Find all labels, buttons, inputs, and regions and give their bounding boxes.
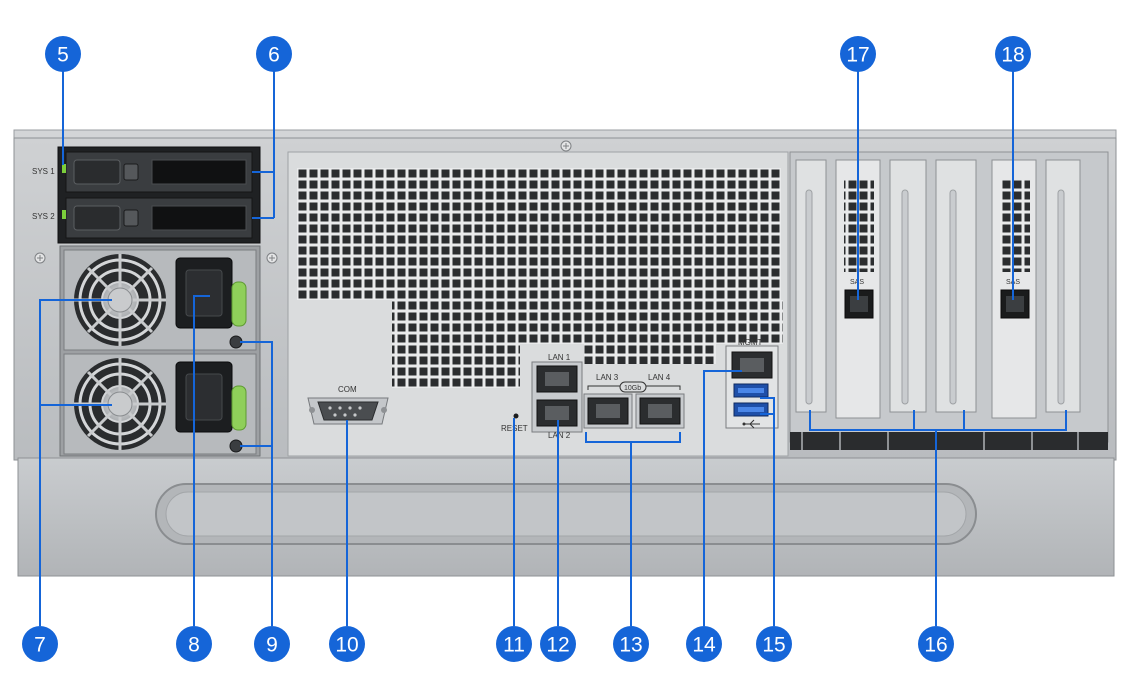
lan4-label: LAN 4: [648, 373, 671, 382]
svg-text:6: 6: [268, 44, 280, 67]
io-area: COM RESET LAN 1 LAN 2 LAN 3 LAN: [287, 151, 789, 457]
svg-text:10: 10: [335, 634, 358, 657]
sys2-label: SYS 2: [32, 212, 55, 221]
mgmt-label: MGMT: [738, 338, 763, 347]
psu-release-handle-2[interactable]: [231, 385, 247, 431]
vent-grille: [297, 168, 781, 300]
leader-15: [760, 397, 775, 626]
bottom-handle-inner: [165, 491, 967, 537]
pcie-slot-3[interactable]: [889, 159, 927, 413]
vent-grille-lower-right: [584, 344, 716, 364]
com-port[interactable]: [307, 397, 389, 425]
drive-tray-sys1[interactable]: [62, 151, 253, 193]
vent-grille-lower: [392, 300, 783, 344]
leader-7: [39, 299, 112, 626]
callout-5: 5: [45, 36, 81, 72]
pcie-slot-4[interactable]: [935, 159, 977, 413]
pcie-bottom-strip: [790, 432, 1108, 450]
system-drive-bays: SYS 1 SYS 2: [32, 146, 261, 244]
lan1-port[interactable]: [536, 365, 578, 393]
com-label: COM: [338, 385, 357, 394]
svg-text:16: 16: [924, 634, 947, 657]
vent-grille-lower-left: [392, 344, 520, 388]
callout-9: 9: [254, 626, 290, 662]
svg-text:15: 15: [762, 634, 785, 657]
usb-port-2[interactable]: [733, 402, 769, 417]
reset-button[interactable]: [513, 413, 519, 419]
svg-text:18: 18: [1001, 44, 1024, 67]
sys2-status-led: [62, 210, 66, 219]
svg-text:13: 13: [619, 634, 642, 657]
callout-18: 18: [995, 36, 1031, 72]
svg-text:5: 5: [57, 44, 69, 67]
usb-icon: [742, 419, 760, 429]
drive-tray-sys2[interactable]: [62, 197, 253, 239]
mgmt-port[interactable]: [731, 351, 773, 379]
ten-gb-label: 10Gb: [624, 385, 641, 392]
callout-badges: 5 6 17 18 7 8 9 10 11 12 13 14 15 16: [22, 36, 1031, 662]
lan3-port[interactable]: [583, 393, 633, 429]
callout-12: 12: [540, 626, 576, 662]
callout-6: 6: [256, 36, 292, 72]
callout-15: 15: [756, 626, 792, 662]
lan4-port[interactable]: [635, 393, 685, 429]
callout-10: 10: [329, 626, 365, 662]
ten-gb-pill: [619, 381, 647, 393]
sys1-label: SYS 1: [32, 167, 55, 176]
power-supplies: [59, 245, 261, 457]
svg-text:12: 12: [546, 634, 569, 657]
leader-14: [703, 370, 742, 626]
leader-13: [585, 432, 681, 626]
pcie-expansion-area: SAS SAS: [789, 151, 1109, 450]
callout-13: 13: [613, 626, 649, 662]
psu-release-handle-1[interactable]: [231, 281, 247, 327]
svg-text:17: 17: [846, 44, 869, 67]
callout-7: 7: [22, 626, 58, 662]
svg-text:14: 14: [692, 634, 716, 657]
leader-8: [193, 295, 210, 626]
svg-text:11: 11: [503, 634, 525, 657]
callout-8: 8: [176, 626, 212, 662]
leader-9: [240, 341, 273, 626]
callout-16: 16: [918, 626, 954, 662]
callout-11: 11: [496, 626, 532, 662]
callout-17: 17: [840, 36, 876, 72]
usb-port-1[interactable]: [733, 383, 769, 398]
leader-16: [809, 410, 1067, 626]
lan2-label: LAN 2: [548, 431, 571, 440]
sys1-status-led: [62, 164, 66, 173]
callout-14: 14: [686, 626, 722, 662]
svg-text:9: 9: [266, 634, 278, 657]
pcie-slot-6[interactable]: [1045, 159, 1081, 413]
callout-leader-lines: [39, 70, 1067, 626]
leader-6: [252, 70, 275, 219]
lan3-label: LAN 3: [596, 373, 619, 382]
svg-text:8: 8: [188, 634, 200, 657]
svg-text:7: 7: [34, 634, 46, 657]
pcie-slot-1[interactable]: [795, 159, 827, 413]
lan1-label: LAN 1: [548, 353, 571, 362]
